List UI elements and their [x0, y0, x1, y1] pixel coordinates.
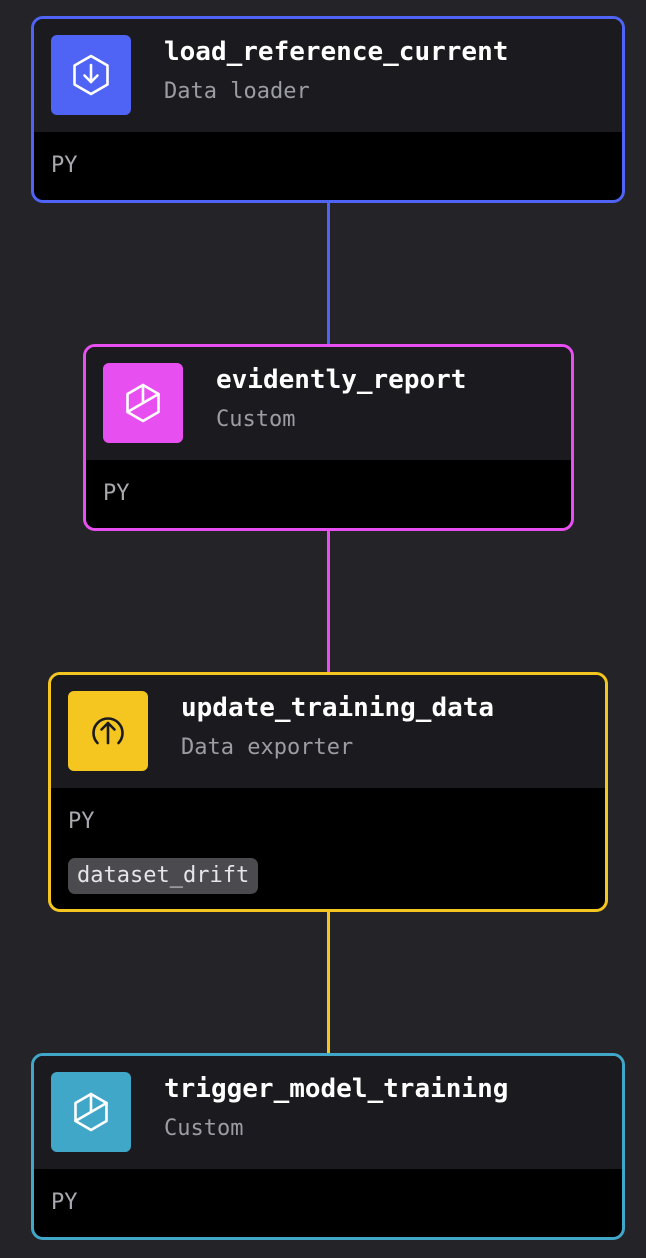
block-language: PY: [51, 1190, 78, 1215]
block-header: load_reference_current Data loader: [34, 19, 622, 132]
edge-load-to-evidently: [327, 201, 330, 347]
block-name: load_reference_current: [164, 37, 509, 67]
block-condition-tag[interactable]: dataset_drift: [68, 858, 259, 894]
download-icon: [73, 54, 109, 96]
block-language: PY: [68, 809, 95, 834]
block-evidently-report[interactable]: evidently_report Custom PY: [83, 344, 574, 531]
block-name: trigger_model_training: [164, 1074, 509, 1104]
cube-icon: [74, 1092, 108, 1132]
block-update-training-data[interactable]: update_training_data Data exporter PY da…: [48, 672, 608, 912]
block-name: update_training_data: [181, 693, 495, 723]
data-exporter-icon: [68, 691, 148, 771]
block-name: evidently_report: [216, 365, 467, 395]
block-trigger-model-training[interactable]: trigger_model_training Custom PY: [31, 1053, 625, 1240]
edge-evidently-to-update: [327, 529, 330, 675]
block-type: Data exporter: [181, 735, 354, 760]
block-type: Custom: [164, 1116, 244, 1141]
block-header: evidently_report Custom: [86, 347, 571, 460]
block-header: trigger_model_training Custom: [34, 1056, 622, 1169]
cube-icon: [126, 383, 160, 423]
block-type: Custom: [216, 407, 296, 432]
block-header: update_training_data Data exporter: [51, 675, 605, 788]
block-load-reference-current[interactable]: load_reference_current Data loader PY: [31, 16, 625, 203]
edge-update-to-trigger: [327, 910, 330, 1056]
custom-block-icon: [51, 1072, 131, 1152]
upload-icon: [92, 717, 124, 745]
block-type: Data loader: [164, 79, 310, 104]
block-language: PY: [103, 481, 130, 506]
custom-block-icon: [103, 363, 183, 443]
data-loader-icon: [51, 35, 131, 115]
block-language: PY: [51, 153, 78, 178]
